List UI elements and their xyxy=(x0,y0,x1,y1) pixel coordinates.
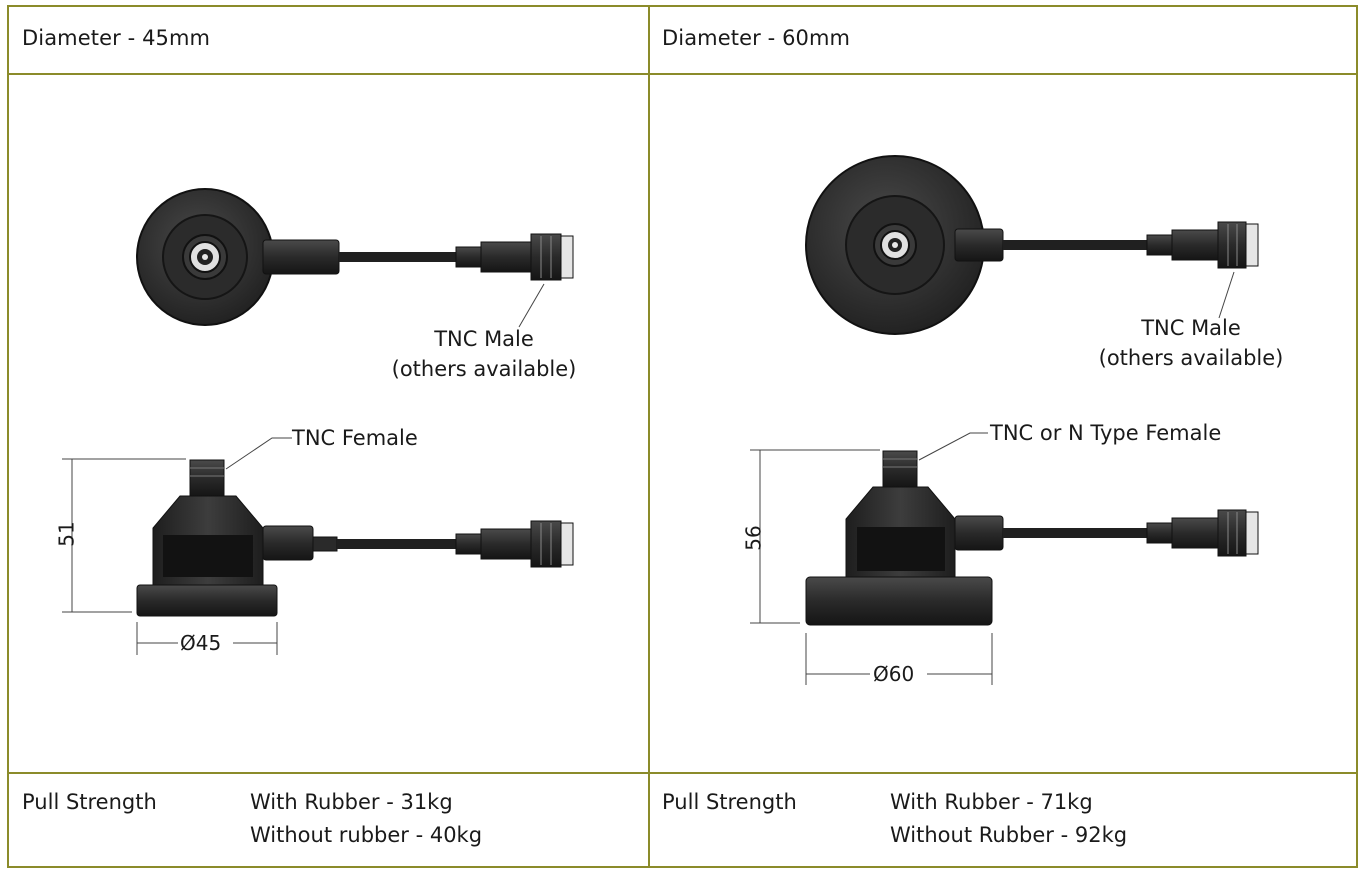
spec-table xyxy=(7,5,1358,868)
left-top-view xyxy=(136,188,574,328)
right-with-rubber: With Rubber - 71kg xyxy=(890,790,1093,814)
right-without-rubber: Without Rubber - 92kg xyxy=(890,823,1128,847)
right-pull-strength-label: Pull Strength xyxy=(662,790,797,814)
column-divider xyxy=(648,7,650,866)
right-diameter-dimension: Ø60 xyxy=(873,662,915,686)
left-connector-sublabel: (others available) xyxy=(391,357,577,381)
right-connector-sublabel: (others available) xyxy=(1098,346,1284,370)
left-female-label: TNC Female xyxy=(292,426,418,450)
left-pull-strength-label: Pull Strength xyxy=(22,790,157,814)
footer-divider xyxy=(9,772,1356,774)
header-divider xyxy=(9,73,1356,75)
left-diameter-dimension: Ø45 xyxy=(180,631,222,655)
right-female-label: TNC or N Type Female xyxy=(990,421,1222,445)
right-connector-label: TNC Male xyxy=(1141,316,1241,340)
right-height-dimension: 56 xyxy=(741,525,766,551)
right-side-view xyxy=(750,432,1259,685)
right-top-view xyxy=(805,155,1259,335)
left-connector-label: TNC Male xyxy=(434,327,534,351)
right-header: Diameter - 60mm xyxy=(662,26,851,50)
left-side-view xyxy=(62,437,574,655)
left-height-dimension: 51 xyxy=(54,521,79,547)
left-header: Diameter - 45mm xyxy=(22,26,211,50)
left-without-rubber: Without rubber - 40kg xyxy=(250,823,483,847)
left-with-rubber: With Rubber - 31kg xyxy=(250,790,453,814)
